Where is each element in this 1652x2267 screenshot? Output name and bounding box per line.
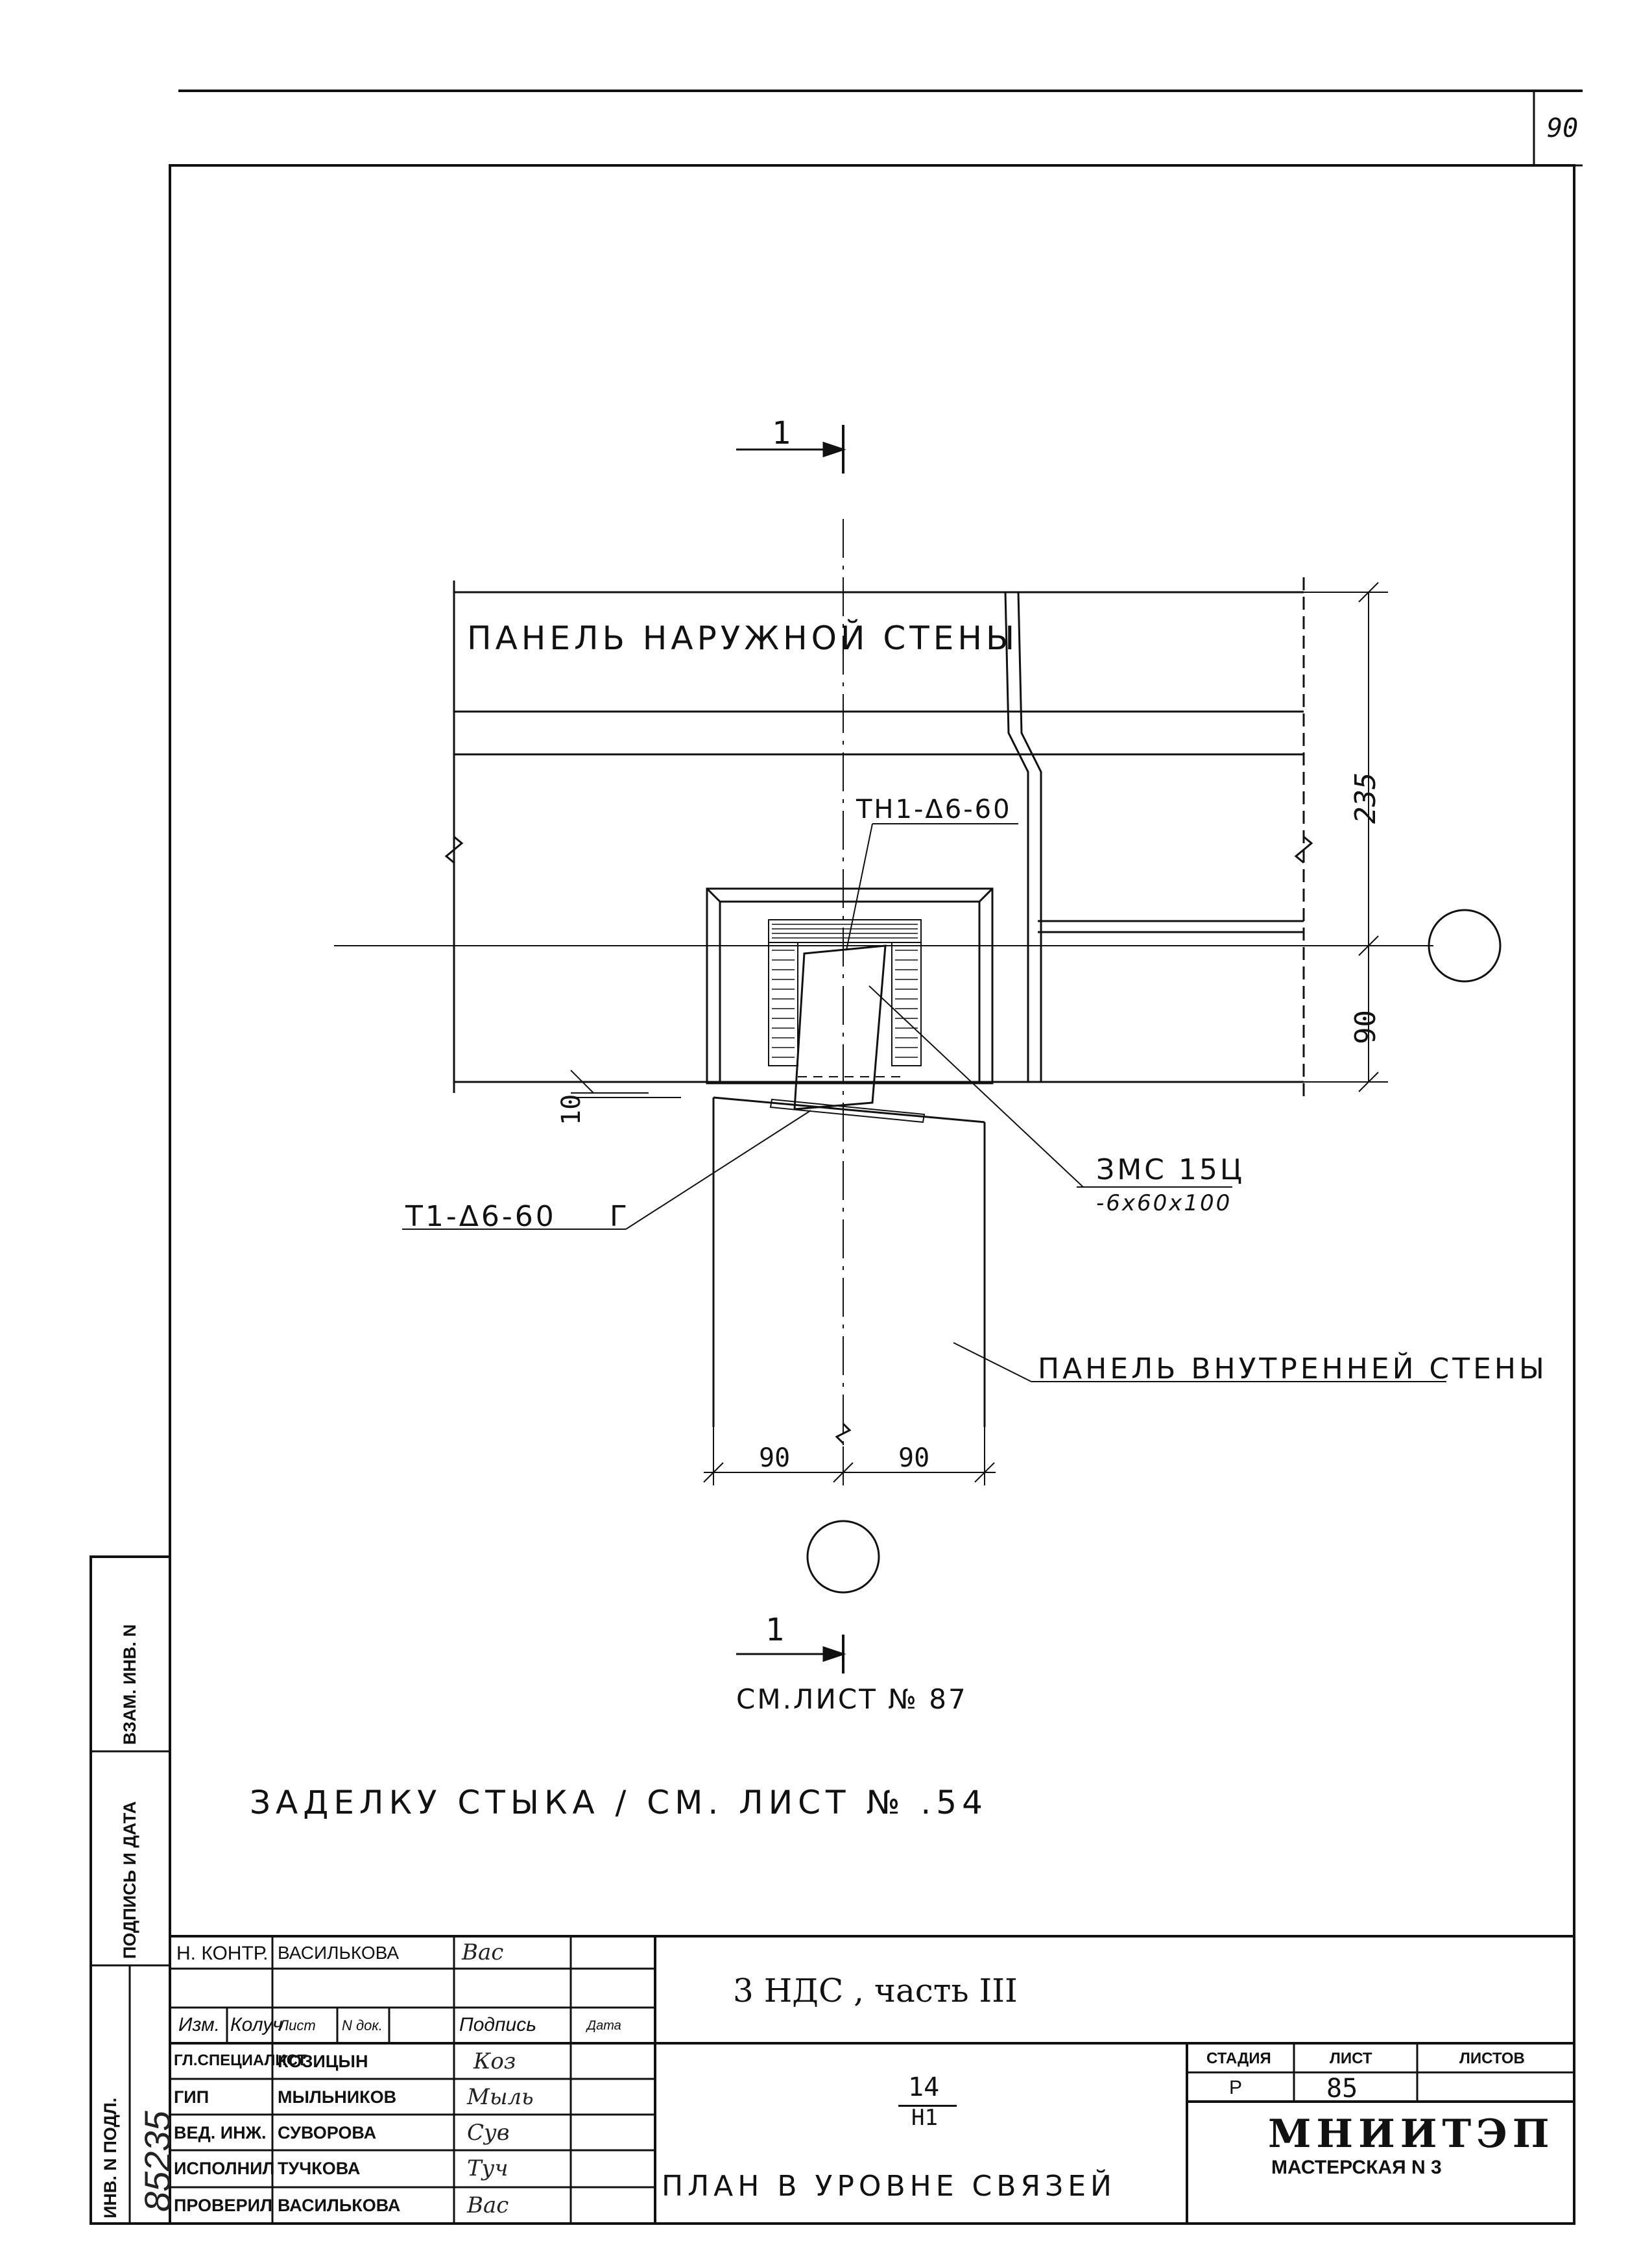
row-role-1: ГИП: [174, 2087, 209, 2107]
row-role-4: ПРОВЕРИЛ: [174, 2196, 272, 2215]
sheet-value: 85: [1326, 2074, 1358, 2104]
page-number: 90: [1547, 114, 1579, 143]
dim-235: 235: [1349, 772, 1382, 824]
side-podpis-data: ПОДПИСЬ И ДАТА: [120, 1801, 139, 1959]
section-mark-top: 1: [772, 415, 791, 451]
n-kontr-role: Н. КОНТР.: [176, 1943, 269, 1964]
fraction-top: 14: [908, 2072, 940, 2102]
drawing-frame: [169, 164, 1575, 2225]
row-role-0: ГЛ.СПЕЦИАЛИСТ: [174, 2052, 307, 2069]
dim-90-left: 90: [759, 1443, 791, 1473]
n-kontr-signature: Вас: [462, 1939, 504, 1965]
steel-plate: [793, 944, 887, 1110]
outer-wall-label: ПАНЕЛЬ НАРУЖНОЙ СТЕНЫ: [467, 619, 1019, 657]
sheets-label: ЛИСТОВ: [1459, 2050, 1525, 2067]
col-ndok: N док.: [342, 2017, 383, 2033]
sheet-label: ЛИСТ: [1330, 2050, 1372, 2067]
row-sig-1: Мыль: [467, 2084, 534, 2110]
axis-bubble-right: [1428, 909, 1502, 983]
plate-label-line2: -6х60х100: [1096, 1190, 1232, 1216]
row-role-3: ИСПОЛНИЛ: [174, 2159, 275, 2178]
row-name-0: КОЗИЦЫН: [278, 2052, 368, 2071]
joint-note: ЗАДЕЛКУ СТЫКА / СМ. ЛИСТ № .54: [250, 1784, 988, 1821]
n-kontr-name: ВАСИЛЬКОВА: [278, 1943, 400, 1963]
side-vzam-inv: ВЗАМ. ИНВ. N: [120, 1624, 139, 1745]
row-sig-3: Туч: [467, 2155, 509, 2181]
row-sig-4: Вас: [467, 2192, 509, 2218]
row-name-2: СУВОРОВА: [278, 2123, 377, 2142]
row-role-2: ВЕД. ИНЖ.: [174, 2123, 267, 2142]
col-data: Дата: [587, 2019, 621, 2033]
tie-top-label: ТН1-Δ6-60: [856, 795, 1012, 824]
project-title: 3 НДС , часть III: [733, 1972, 1018, 2009]
org-sub: МАСТЕРСКАЯ N 3: [1271, 2157, 1442, 2178]
hatched-embedment: [768, 919, 922, 1066]
dim-10: 10: [557, 1094, 586, 1125]
fraction-bar: [898, 2105, 957, 2107]
axis-bubble-bottom: [806, 1520, 880, 1594]
stage-value: Р: [1229, 2077, 1243, 2098]
section-mark-bottom: 1: [765, 1612, 784, 1648]
row-sig-0: Коз: [473, 2048, 516, 2074]
ref-sheet: СМ.ЛИСТ № 87: [736, 1683, 968, 1715]
plate-label-line1: ЗМС 15Ц: [1096, 1153, 1245, 1186]
inner-wall-label: ПАНЕЛЬ ВНУТРЕННЕЙ СТЕНЫ: [1038, 1352, 1548, 1385]
pocket-frame-inner: [719, 900, 981, 1085]
col-podpis: Подпись: [459, 2014, 536, 2035]
row-name-3: ТУЧКОВА: [278, 2159, 361, 2178]
row-name-4: ВАСИЛЬКОВА: [278, 2196, 401, 2215]
tie-bottom-label: Т1-Δ6-60: [405, 1200, 557, 1233]
org-name: МНИИТЭП: [1268, 2111, 1555, 2157]
fraction-bottom: Н1: [911, 2105, 938, 2131]
stage-label: СТАДИЯ: [1206, 2050, 1271, 2067]
col-izm: Изм.: [178, 2014, 220, 2035]
row-sig-2: Сув: [467, 2120, 510, 2146]
side-inv-number: 85235: [137, 2111, 178, 2212]
tie-bottom-suffix: Г: [610, 1200, 631, 1233]
dim-90-right-bottom: 90: [898, 1443, 930, 1473]
dim-90-right: 90: [1349, 1010, 1382, 1044]
col-list: Лист: [279, 2017, 316, 2033]
col-koluch: Колуч: [230, 2014, 283, 2035]
sheet-title: ПЛАН В УРОВНЕ СВЯЗЕЙ: [662, 2170, 1116, 2203]
side-inv-podl: ИНВ. N ПОДЛ.: [101, 2097, 120, 2218]
row-name-1: МЫЛЬНИКОВ: [278, 2087, 397, 2107]
tie-bar: [769, 1098, 926, 1123]
outer-wall-joint: [1004, 592, 1029, 1082]
pocket-frame-outer: [706, 887, 994, 1085]
